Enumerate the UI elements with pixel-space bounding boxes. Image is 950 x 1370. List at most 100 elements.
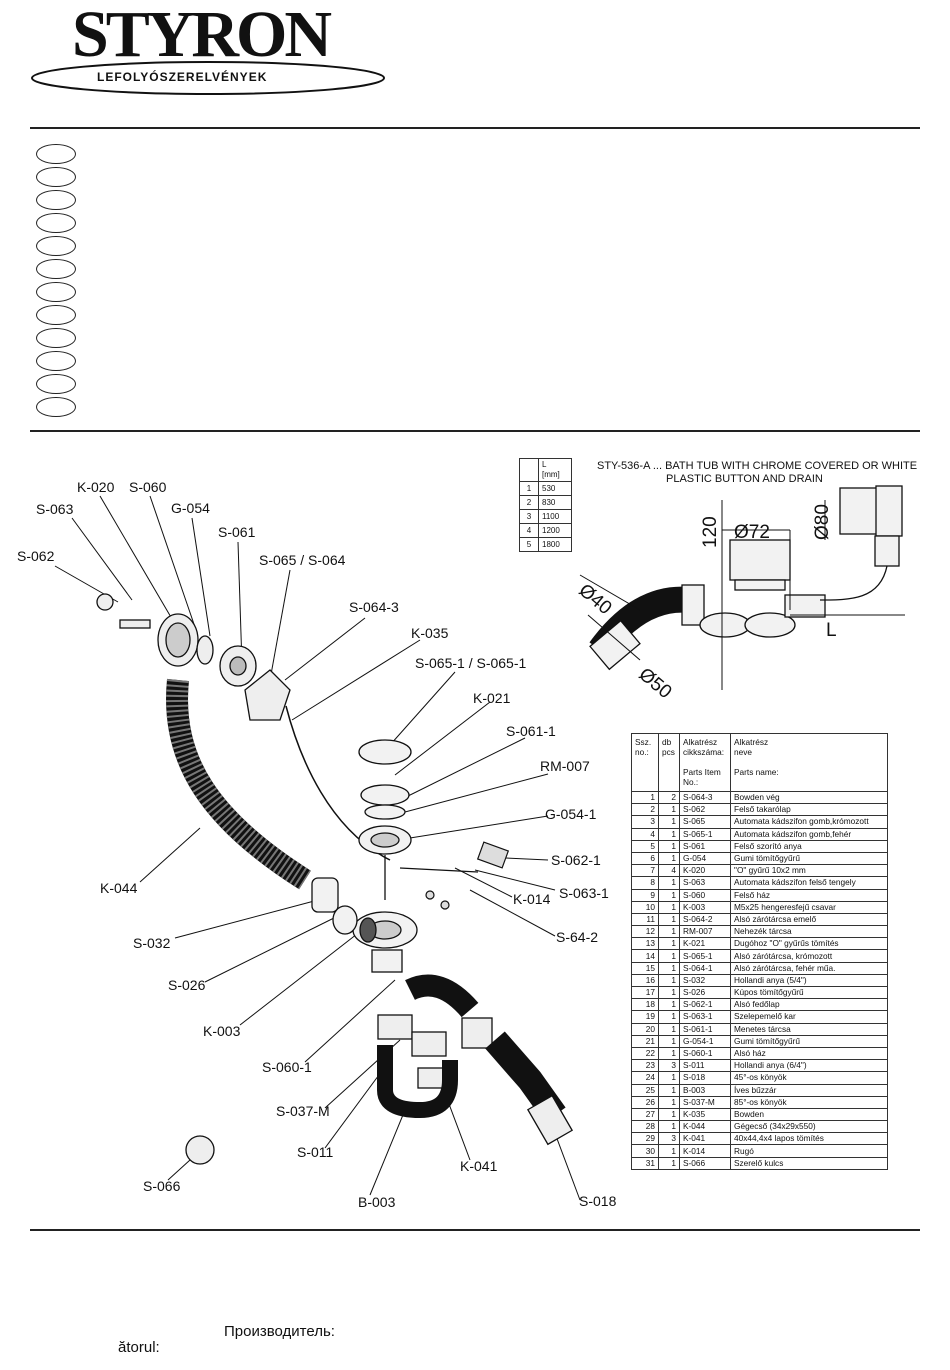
table-header-row: Ssz. no.: db pcs Alkatrész cikkszáma: Pa… — [631, 733, 888, 792]
table-cell: 17 — [631, 985, 659, 1000]
table-cell: 27 — [631, 1107, 659, 1122]
table-cell: 1 — [658, 998, 680, 1012]
table-cell: L [mm] — [538, 458, 572, 482]
product-title-line2: PLASTIC BUTTON AND DRAIN — [666, 473, 823, 485]
brand-name: STYRON — [72, 0, 332, 71]
table-cell: Dugóhoz "O" gyűrűs tömítés — [730, 937, 888, 951]
callout-label: S-063-1 — [559, 885, 609, 901]
table-cell: 1 — [658, 1010, 680, 1024]
table-cell: Felső takarólap — [730, 803, 888, 817]
table-cell: 1 — [658, 1034, 680, 1048]
table-cell: 1 — [631, 790, 659, 805]
exploded-parts-diagram — [54, 485, 905, 1201]
table-cell: Hollandi anya (6/4") — [730, 1059, 888, 1073]
table-cell: 85°-os könyök — [730, 1095, 888, 1109]
table-cell: Bowden — [730, 1107, 888, 1122]
table-cell: 1 — [658, 1095, 680, 1109]
language-flag-oval — [36, 190, 76, 210]
callout-label: G-054-1 — [545, 806, 597, 822]
table-cell: S-064-1 — [679, 961, 731, 975]
table-cell: 7 — [631, 864, 659, 878]
language-flag-oval — [36, 144, 76, 164]
table-cell: 14 — [631, 949, 659, 963]
table-cell: 16 — [631, 973, 659, 988]
table-cell: 3 — [519, 509, 539, 524]
table-cell: K-044 — [679, 1120, 731, 1134]
callout-label: RM-007 — [540, 758, 590, 774]
table-cell: 21 — [631, 1034, 659, 1048]
table-cell: S-063 — [679, 876, 731, 890]
table-cell: 5 — [631, 839, 659, 853]
table-cell: 5 — [519, 537, 539, 552]
table-cell: 1100 — [538, 509, 572, 524]
table-cell: 10 — [631, 900, 659, 914]
top-divider — [30, 127, 920, 129]
table-cell: 1 — [658, 912, 680, 927]
table-cell: 1 — [658, 949, 680, 963]
callout-label: K-003 — [203, 1023, 241, 1039]
callout-label: S-066 — [143, 1178, 181, 1194]
callout-label: S-026 — [168, 977, 206, 993]
callout-label: B-003 — [358, 1194, 396, 1210]
table-cell: Gumi tömítőgyűrű — [730, 851, 888, 866]
table-cell: 9 — [631, 888, 659, 902]
table-cell: 12 — [631, 925, 659, 939]
callout-label: S-032 — [133, 935, 171, 951]
table-cell: Gégecső (34x29x550) — [730, 1120, 888, 1134]
table-cell: 22 — [631, 1046, 659, 1061]
table-cell: 1 — [658, 803, 680, 817]
table-cell: 1 — [658, 888, 680, 902]
table-cell: 1800 — [538, 537, 572, 552]
product-title-line1: STY-536-A ... BATH TUB WITH CHROME COVER… — [597, 460, 918, 472]
table-cell: 1 — [658, 1107, 680, 1122]
table-cell: 8 — [631, 876, 659, 890]
table-row: L [mm] — [519, 458, 572, 482]
table-cell — [519, 458, 539, 482]
table-cell: M5x25 hengeresfejű csavar — [730, 900, 888, 914]
bottom-divider — [30, 1229, 920, 1231]
callout-label: S-037-M — [276, 1103, 330, 1119]
language-flag-oval — [36, 213, 76, 233]
callout-label: S-062 — [17, 548, 55, 564]
callout-label: S-065 / S-064 — [259, 552, 346, 568]
language-flag-oval — [36, 282, 76, 302]
table-cell: Kúpos tömítőgyűrű — [730, 985, 888, 1000]
table-cell: Felső ház — [730, 888, 888, 902]
middle-divider — [30, 430, 920, 432]
header-name: Alkatrész neve Parts name: — [730, 733, 888, 792]
table-cell: S-011 — [679, 1059, 731, 1073]
table-cell: S-061-1 — [679, 1022, 731, 1036]
table-cell: 1 — [658, 1046, 680, 1061]
table-cell: Alsó zárótárcsa emelő — [730, 912, 888, 927]
header-pcs: db pcs — [658, 733, 680, 792]
table-cell: Bowden vég — [730, 790, 888, 805]
table-cell: 40x44,4x4 lapos tömítés — [730, 1132, 888, 1146]
table-cell: S-026 — [679, 985, 731, 1000]
table-cell: 1 — [658, 839, 680, 853]
table-cell: 18 — [631, 998, 659, 1012]
table-cell: 3 — [631, 815, 659, 829]
table-cell: Felső szorító anya — [730, 839, 888, 853]
table-cell: Alsó zárótárcsa, fehér műa. — [730, 961, 888, 975]
callout-label: S-064-3 — [349, 599, 399, 615]
table-cell: RM-007 — [679, 925, 731, 939]
table-cell: 19 — [631, 1010, 659, 1024]
callout-label: S-063 — [36, 501, 74, 517]
